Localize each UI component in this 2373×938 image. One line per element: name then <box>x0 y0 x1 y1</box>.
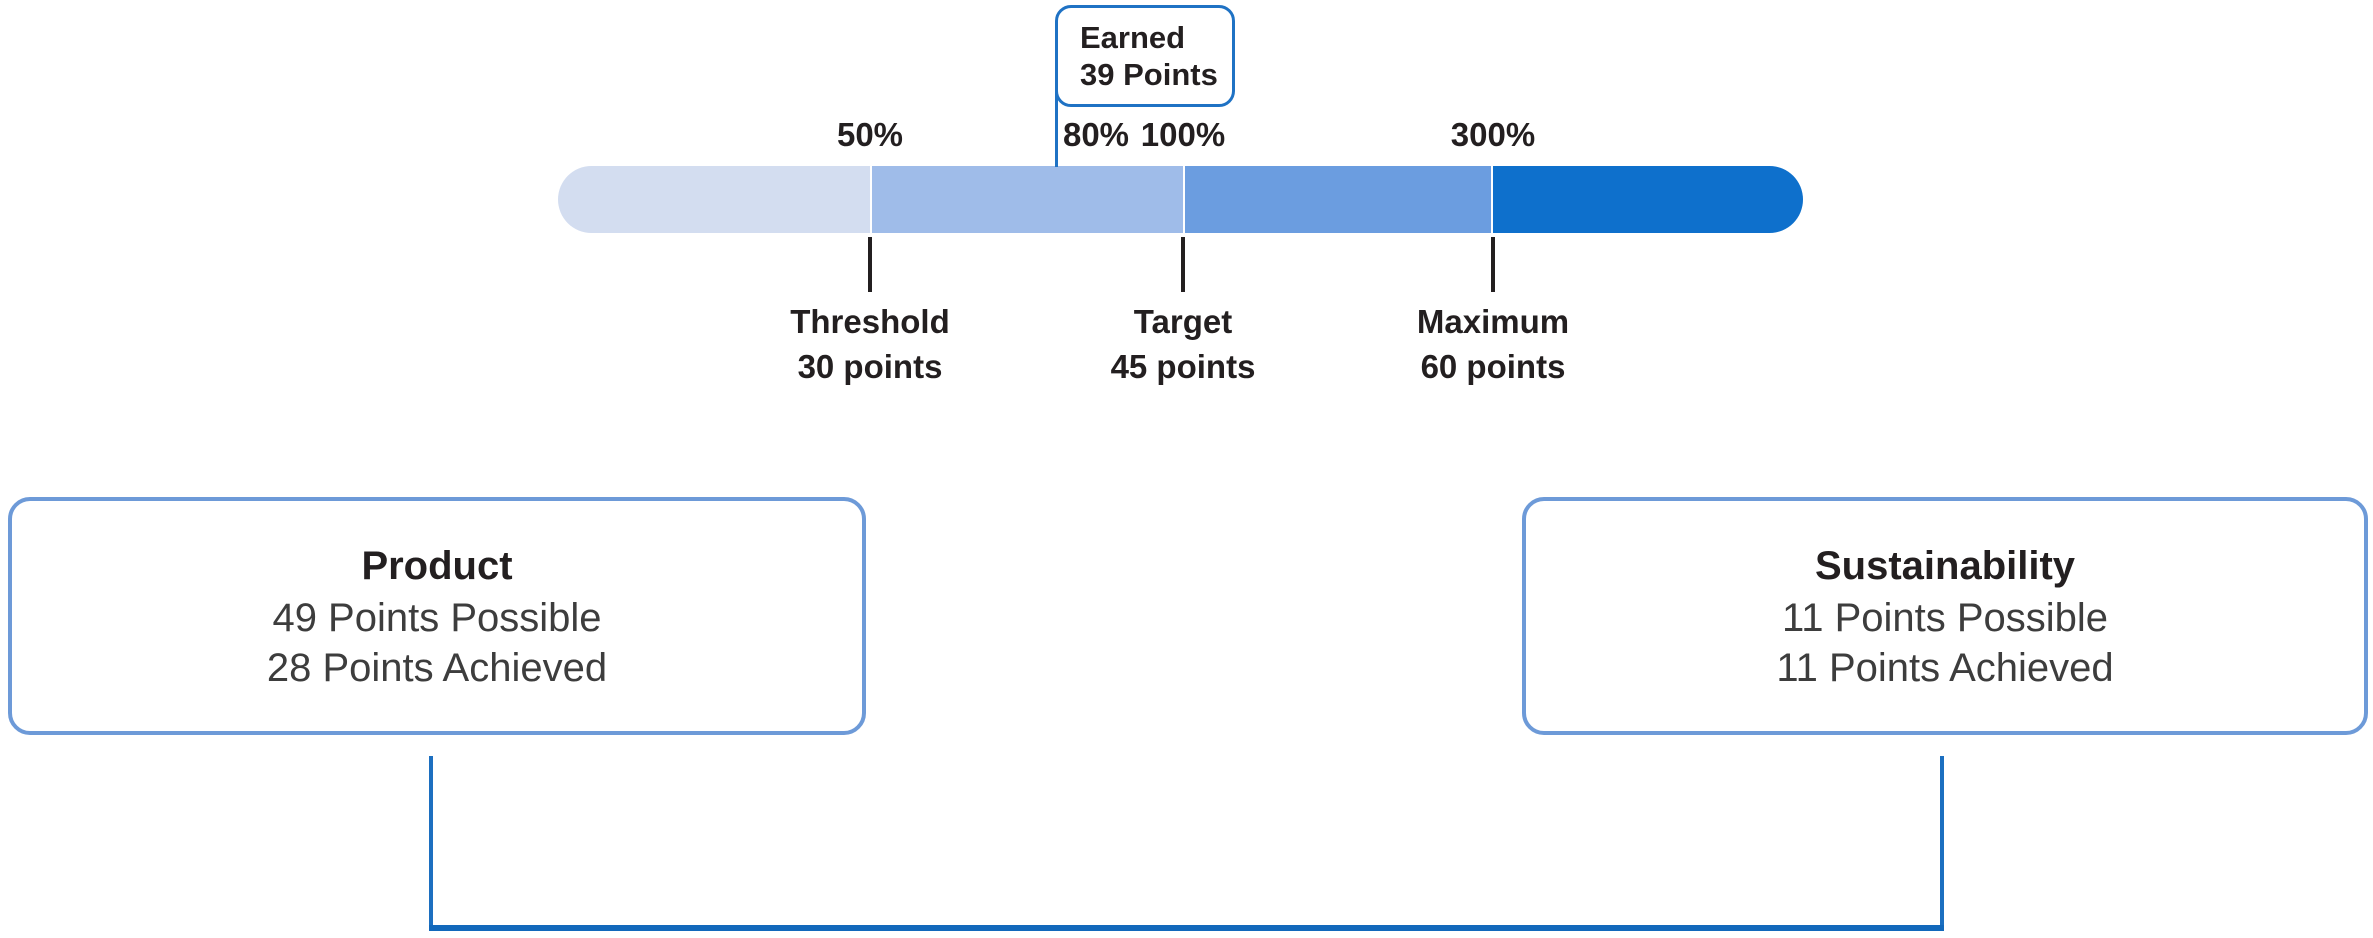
connector-product-vertical-line <box>429 756 433 930</box>
earned-points-callout: Earned 39 Points <box>1055 5 1235 107</box>
target-points: 45 points <box>1110 348 1256 385</box>
product-points-achieved: 28 Points Achieved <box>266 646 608 690</box>
payout-scale-bar <box>558 166 1803 233</box>
threshold-tick <box>868 237 872 292</box>
segment-threshold-to-target <box>872 166 1183 233</box>
maximum-tick <box>1491 237 1495 292</box>
sustainability-title: Sustainability <box>1814 544 2076 588</box>
maximum-points: 60 points <box>1420 348 1566 385</box>
sustainability-points-possible: 11 Points Possible <box>1781 596 2109 640</box>
category-box-product: Product 49 Points Possible 28 Points Ach… <box>8 497 866 735</box>
product-title: Product <box>361 544 513 588</box>
earned-label: Earned <box>1080 20 1186 55</box>
segment-target-to-maximum <box>1185 166 1491 233</box>
target-title: Target <box>1133 303 1233 340</box>
threshold-points: 30 points <box>797 348 943 385</box>
earned-value: 39 Points <box>1080 57 1218 92</box>
percent-label-80: 80% <box>1062 116 1130 153</box>
segment-above-maximum <box>1493 166 1803 233</box>
percent-label-300: 300% <box>1450 116 1536 153</box>
segment-below-threshold <box>558 166 870 233</box>
earned-marker-line <box>1055 60 1058 167</box>
product-points-possible: 49 Points Possible <box>272 596 602 640</box>
maximum-title: Maximum <box>1416 303 1570 340</box>
connector-horizontal-line <box>429 925 1944 931</box>
target-tick <box>1181 237 1185 292</box>
percent-label-50: 50% <box>836 116 904 153</box>
percent-label-100: 100% <box>1140 116 1226 153</box>
target-label: Target 45 points <box>1023 299 1343 389</box>
threshold-label: Threshold 30 points <box>710 299 1030 389</box>
connector-sustainability-vertical-line <box>1940 756 1944 930</box>
sustainability-points-achieved: 11 Points Achieved <box>1776 646 2114 690</box>
threshold-title: Threshold <box>790 303 950 340</box>
maximum-label: Maximum 60 points <box>1333 299 1653 389</box>
category-box-sustainability: Sustainability 11 Points Possible 11 Poi… <box>1522 497 2368 735</box>
